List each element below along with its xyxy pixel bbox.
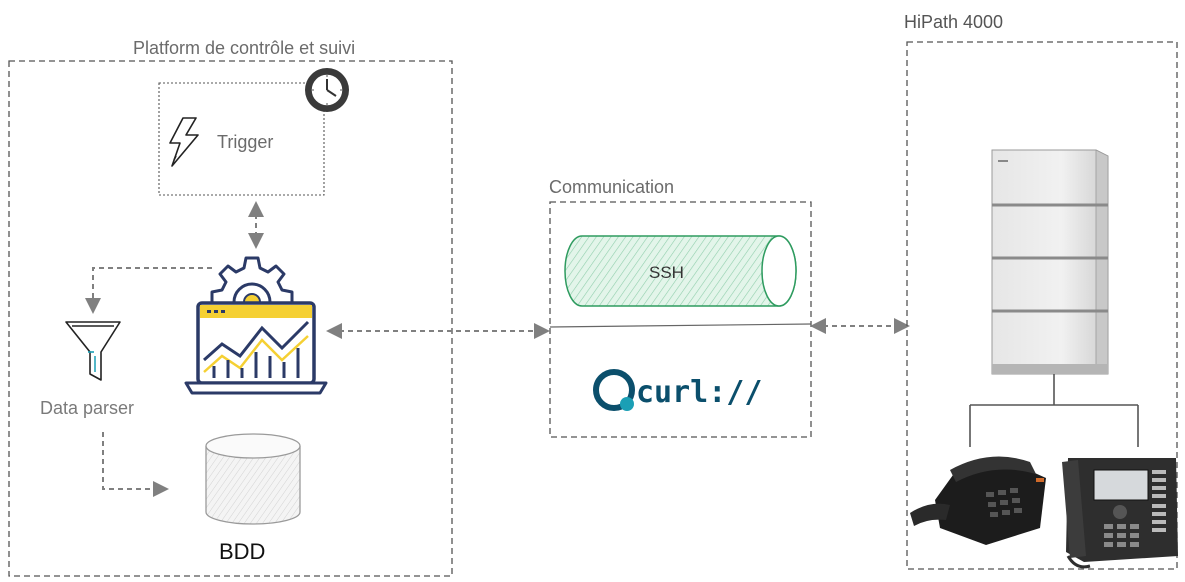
gear-icon bbox=[210, 256, 294, 303]
platform-container bbox=[8, 60, 453, 577]
trigger-label: Trigger bbox=[217, 132, 273, 152]
hipath-container bbox=[906, 41, 1178, 570]
rack-phones-connector bbox=[969, 374, 1139, 447]
funnel-icon bbox=[65, 321, 121, 381]
dashboard-parser-arrow bbox=[85, 267, 212, 314]
ip-phone-icon bbox=[1062, 458, 1178, 569]
communication-title: Communication bbox=[549, 177, 674, 197]
hipath-title: HiPath 4000 bbox=[904, 12, 1003, 32]
database-label: BDD bbox=[219, 539, 265, 564]
communication-divider bbox=[549, 323, 812, 328]
platform-title: Platform de contrôle et suivi bbox=[133, 38, 355, 58]
dashboard-chart-icon bbox=[184, 301, 328, 395]
clock-icon bbox=[305, 68, 349, 112]
curl-logo bbox=[593, 369, 635, 411]
lightning-icon bbox=[169, 117, 199, 167]
data-parser-label: Data parser bbox=[40, 398, 134, 418]
parser-database-arrow bbox=[102, 432, 169, 497]
ssh-label: SSH bbox=[649, 263, 684, 282]
trigger-box bbox=[158, 82, 325, 196]
server-rack-icon bbox=[991, 149, 1109, 375]
communication-container bbox=[549, 201, 812, 438]
curl-logo-text: curl:// bbox=[636, 375, 762, 410]
ssh-tunnel-icon bbox=[564, 235, 797, 307]
database-icon bbox=[205, 433, 301, 525]
desk-phone-icon bbox=[910, 456, 1046, 545]
